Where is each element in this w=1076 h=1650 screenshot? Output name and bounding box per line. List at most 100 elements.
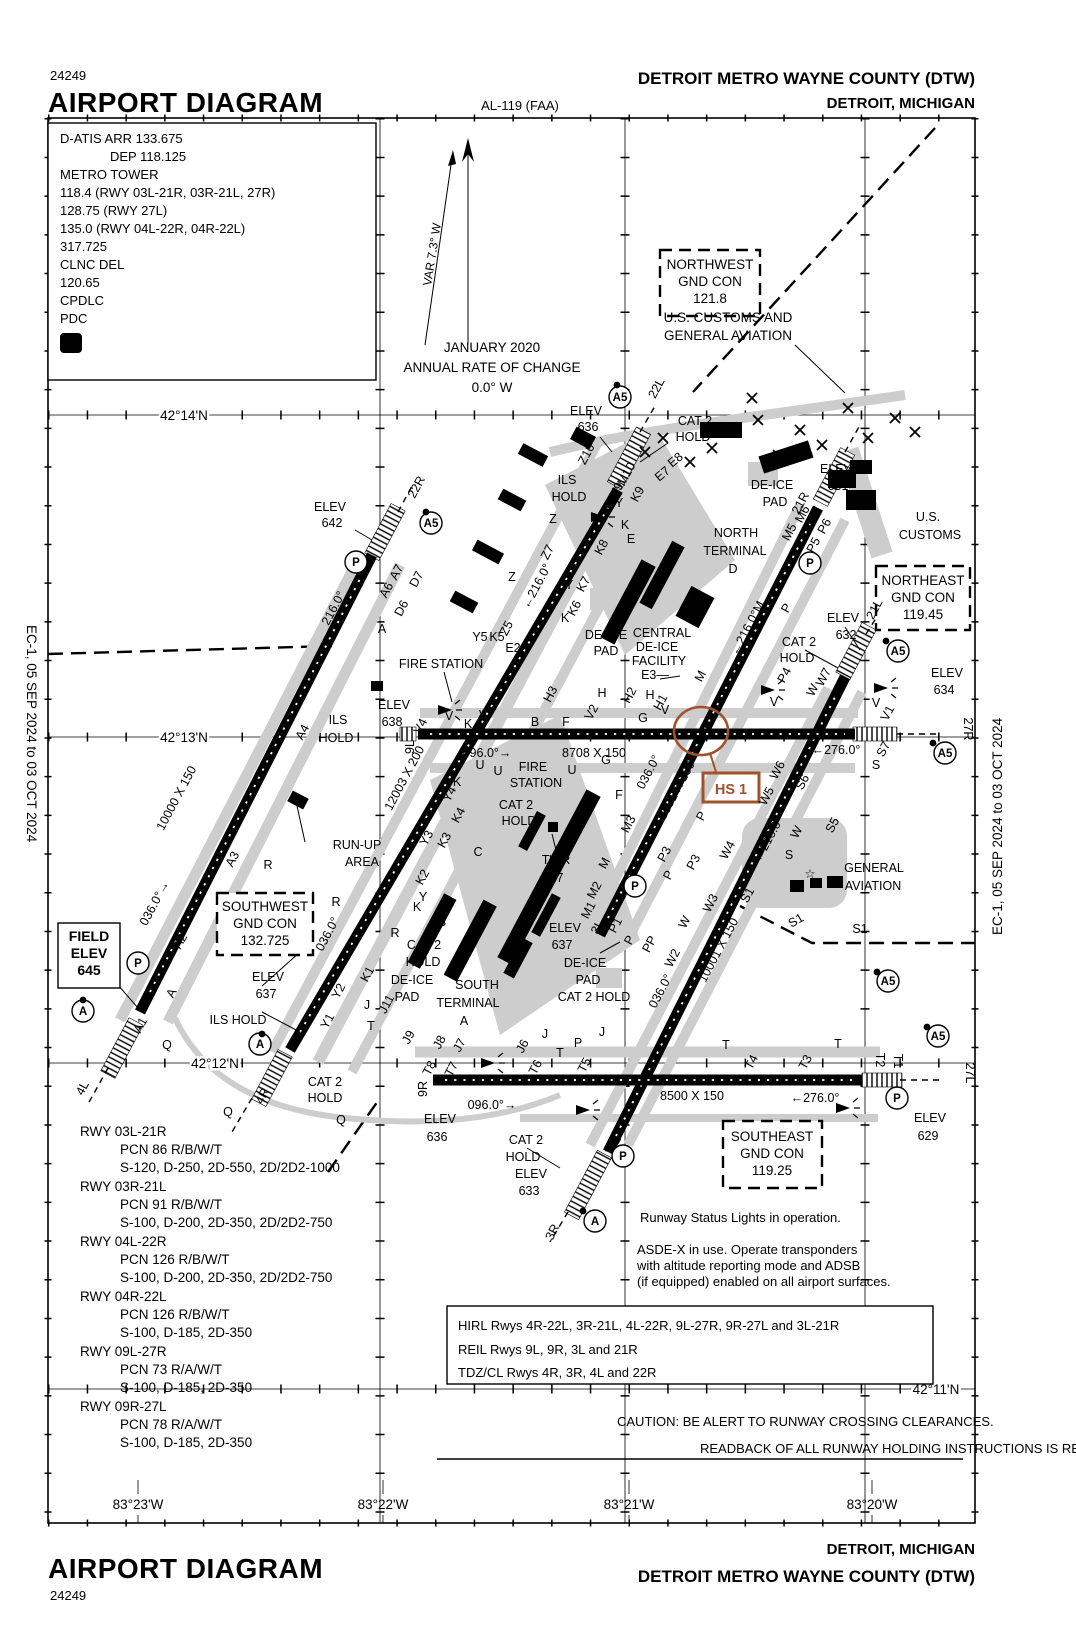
map-label: Y4 [440, 784, 460, 804]
circled-marker: P [623, 874, 647, 898]
airport-boundary-lines [47, 127, 975, 1173]
svg-text:ELEV: ELEV [71, 945, 108, 961]
circled-marker: A5 [608, 385, 632, 409]
svg-text:119.25: 119.25 [752, 1163, 792, 1178]
map-label: SOUTH [455, 978, 499, 992]
runway-data-row: RWY 09R-27L PCN 78 R/A/W/T S-100, D-185,… [80, 1399, 252, 1450]
map-label: S7 [874, 739, 894, 759]
map-label: ←276.0° [791, 1091, 840, 1105]
map-label: J [364, 998, 370, 1012]
gnd-con-boxes: NORTHWEST NORTHEAST SOUTHWEST SOUTHEAST [0, 0, 972, 1190]
runway-data-table: RWY 03L-21R PCN 86 R/B/W/T S-120, D-250,… [80, 1124, 340, 1450]
map-label: Z [549, 512, 557, 526]
runway-pcn: PCN 91 R/B/W/T [120, 1197, 222, 1212]
map-label: ILS [329, 713, 348, 727]
map-label: 3L [588, 918, 607, 937]
map-label: ☆ [804, 867, 815, 881]
map-label: T4 [742, 1052, 761, 1071]
comm-line: 120.65 [60, 275, 100, 290]
map-label: Q [336, 1113, 346, 1127]
map-label: Y2 [329, 981, 349, 1001]
map-label: 636 [578, 420, 599, 434]
map-label: E [627, 532, 635, 546]
map-label: J8 [430, 1033, 449, 1051]
map-label: K [464, 717, 473, 731]
map-label: G [638, 711, 648, 725]
svg-text:SOUTHWEST: SOUTHWEST [222, 899, 308, 914]
runway-pcn: PCN 126 R/B/W/T [120, 1252, 230, 1267]
map-label: T [834, 1037, 842, 1051]
city-top: DETROIT, MICHIGAN [827, 95, 975, 112]
map-label: J9 [399, 1028, 418, 1046]
latitude-label: 42°14'N [160, 408, 208, 423]
map-label: W [676, 913, 694, 930]
rsl-note: Runway Status Lights in operation. [640, 1210, 841, 1225]
asdex-note-line: (if equipped) enabled on all airport sur… [637, 1274, 891, 1289]
map-label: P5 [804, 535, 824, 555]
map-label: V2 [582, 702, 602, 722]
map-label: 096.0°→ [463, 746, 512, 760]
map-label: K8 [592, 537, 612, 557]
map-label: Y3 [417, 828, 437, 848]
map-label: PAD [594, 644, 619, 658]
map-label: K1 [358, 964, 378, 984]
svg-text:GND CON: GND CON [740, 1146, 804, 1161]
map-label: ELEV [827, 611, 860, 625]
svg-text:U.S. CUSTOMS AND: U.S. CUSTOMS AND [664, 310, 793, 325]
city-bottom: DETROIT, MICHIGAN [827, 1541, 975, 1558]
svg-text:GENERAL AVIATION: GENERAL AVIATION [664, 328, 792, 343]
map-label: ILS [558, 473, 577, 487]
map-label: V [770, 695, 779, 709]
map-label: H2 [620, 685, 640, 706]
svg-text:121.8: 121.8 [693, 291, 727, 306]
header: 24249 AIRPORT DIAGRAM AL-119 (FAA) DETRO… [48, 68, 975, 118]
svg-text:A: A [591, 1216, 599, 1228]
comm-line: CPDLC [60, 293, 104, 308]
map-label: 634 [934, 683, 955, 697]
map-label: 8708 X 150 [562, 746, 626, 760]
circled-marker: A5 [419, 511, 443, 535]
comm-line: METRO TOWER [60, 167, 158, 182]
hotspot-label: HS 1 [715, 782, 747, 798]
map-label: U [475, 758, 484, 772]
map-label: 4L [73, 1079, 92, 1098]
comm-line: 135.0 (RWY 04L-22R, 04R-22L) [60, 221, 245, 236]
map-label: Y [615, 496, 624, 510]
map-label: P3 [655, 844, 675, 864]
gnd-con-line1: NORTHWEST [0, 0, 43, 3]
map-label: A4 [293, 722, 313, 742]
map-label: ELEV [314, 500, 347, 514]
map-label: Q [223, 1105, 233, 1119]
map-label: V4 [411, 716, 431, 736]
runway-data-row: RWY 03L-21R PCN 86 R/B/W/T S-120, D-250,… [80, 1124, 340, 1175]
map-label: V [479, 708, 488, 722]
map-label: TERMINAL [436, 996, 499, 1010]
map-label: K [621, 518, 630, 532]
field-elev-box: FIELD ELEV 645 [57, 922, 121, 989]
map-label: ←276.0° [812, 743, 861, 757]
map-label: ELEV [515, 1167, 548, 1181]
map-label: C [473, 845, 482, 859]
runway-id: RWY 04R-22L [80, 1289, 167, 1304]
map-label: 632 [836, 628, 857, 642]
comm-line: 317.725 [60, 239, 107, 254]
svg-text:NORTHEAST: NORTHEAST [881, 573, 964, 588]
map-label: J [599, 1025, 605, 1039]
map-label: DE-ICE [564, 956, 606, 970]
variation-date: JANUARY 2020 [444, 340, 540, 355]
map-label: P3 [684, 852, 704, 872]
variation-block: JANUARY 2020 ANNUAL RATE OF CHANGE 0.0° … [403, 340, 580, 395]
svg-text:A5: A5 [891, 646, 906, 658]
map-label: 642 [322, 516, 343, 530]
map-label: HOLD [552, 490, 587, 504]
svg-text:A5: A5 [613, 392, 628, 404]
runway-data-row: RWY 04L-22R PCN 126 R/B/W/T S-100, D-200… [80, 1234, 332, 1285]
map-label: K7 [574, 574, 594, 594]
map-label: T [367, 1019, 375, 1033]
map-label: DE-ICE [751, 478, 793, 492]
map-label: CAT 2 [407, 938, 441, 952]
svg-text:A5: A5 [424, 518, 439, 530]
map-label: B [438, 915, 446, 929]
